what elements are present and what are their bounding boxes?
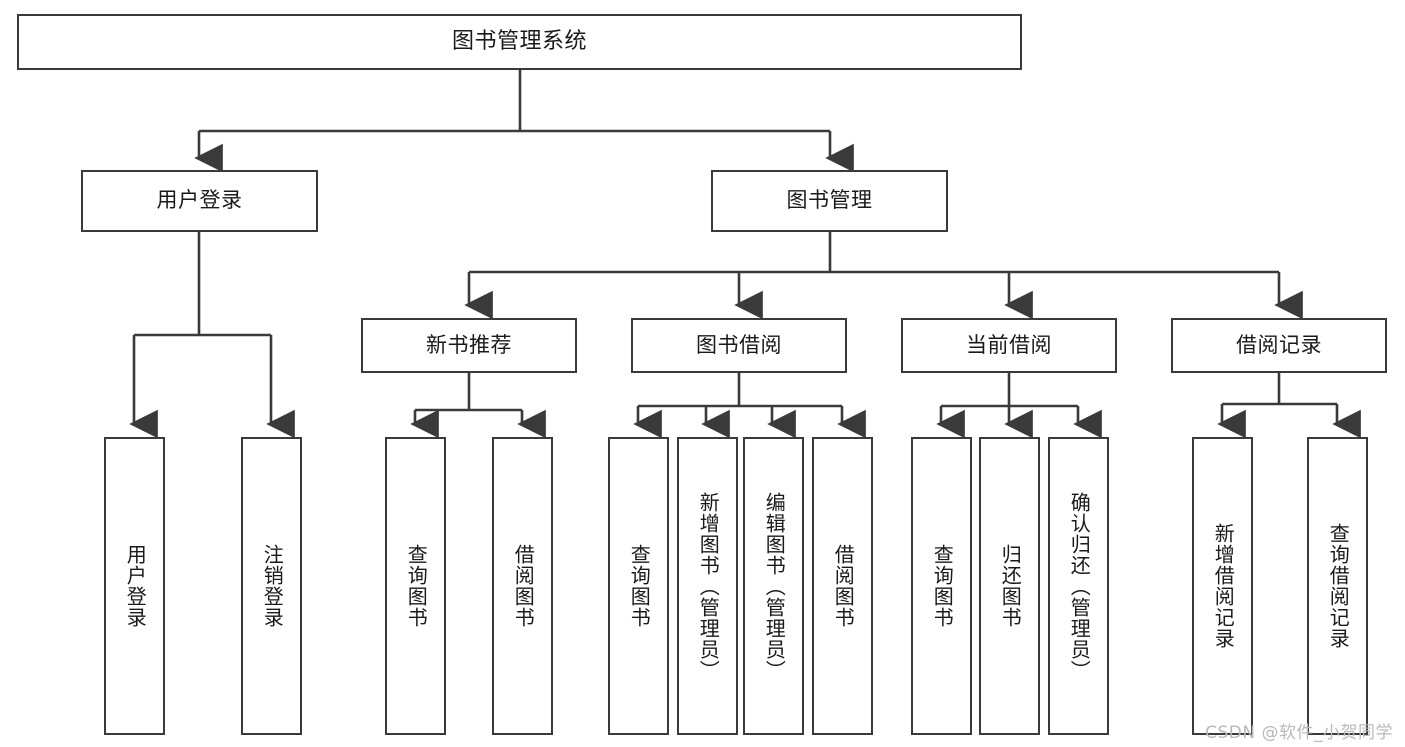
node-new-book-recommend[interactable]: 新书推荐: [361, 318, 577, 373]
node-book-management[interactable]: 图书管理: [711, 170, 948, 232]
node-root[interactable]: 图书管理系统: [17, 14, 1022, 70]
node-borrow-record[interactable]: 借阅记录: [1171, 318, 1387, 373]
node-leaf-query-record-label: 查询借阅记录: [1326, 523, 1351, 649]
node-leaf-borrow-book-1[interactable]: 借阅图书: [492, 437, 553, 735]
node-leaf-confirm-return-label: 确认归还（管理员）: [1067, 491, 1092, 681]
node-borrow-record-label: 借阅记录: [1236, 332, 1322, 357]
node-leaf-query-book-2-label: 查询图书: [627, 544, 652, 628]
node-leaf-user-login[interactable]: 用户登录: [104, 437, 165, 735]
node-leaf-add-book-label: 新增图书（管理员）: [696, 491, 721, 681]
node-leaf-add-record-label: 新增借阅记录: [1211, 523, 1236, 649]
node-leaf-return-book[interactable]: 归还图书: [979, 437, 1040, 735]
node-leaf-query-book-3[interactable]: 查询图书: [911, 437, 972, 735]
node-leaf-query-book-3-label: 查询图书: [930, 544, 955, 628]
node-user-login[interactable]: 用户登录: [81, 170, 318, 232]
node-leaf-return-book-label: 归还图书: [998, 544, 1023, 628]
node-leaf-query-book-1[interactable]: 查询图书: [385, 437, 446, 735]
node-book-borrow-label: 图书借阅: [696, 332, 782, 357]
node-current-borrow-label: 当前借阅: [966, 332, 1052, 357]
node-leaf-query-book-1-label: 查询图书: [404, 544, 429, 628]
node-leaf-confirm-return[interactable]: 确认归还（管理员）: [1048, 437, 1109, 735]
node-leaf-borrow-book-2-label: 借阅图书: [831, 544, 856, 628]
node-leaf-borrow-book-2[interactable]: 借阅图书: [812, 437, 873, 735]
node-book-management-label: 图书管理: [786, 188, 873, 213]
node-leaf-add-book[interactable]: 新增图书（管理员）: [677, 437, 738, 735]
node-leaf-logout-login-label: 注销登录: [260, 544, 285, 628]
node-root-label: 图书管理系统: [451, 28, 587, 54]
node-leaf-user-login-label: 用户登录: [123, 544, 148, 628]
node-leaf-edit-book[interactable]: 编辑图书（管理员）: [743, 437, 804, 735]
node-current-borrow[interactable]: 当前借阅: [901, 318, 1117, 373]
node-leaf-query-book-2[interactable]: 查询图书: [608, 437, 669, 735]
node-leaf-query-record[interactable]: 查询借阅记录: [1307, 437, 1368, 735]
node-book-borrow[interactable]: 图书借阅: [631, 318, 847, 373]
csdn-watermark: CSDN @软件_小贺同学: [1205, 723, 1393, 743]
node-leaf-borrow-book-1-label: 借阅图书: [511, 544, 536, 628]
node-leaf-edit-book-label: 编辑图书（管理员）: [762, 491, 787, 681]
node-leaf-logout-login[interactable]: 注销登录: [241, 437, 302, 735]
node-new-book-recommend-label: 新书推荐: [426, 332, 512, 357]
node-leaf-add-record[interactable]: 新增借阅记录: [1192, 437, 1253, 735]
node-user-login-label: 用户登录: [156, 188, 243, 213]
